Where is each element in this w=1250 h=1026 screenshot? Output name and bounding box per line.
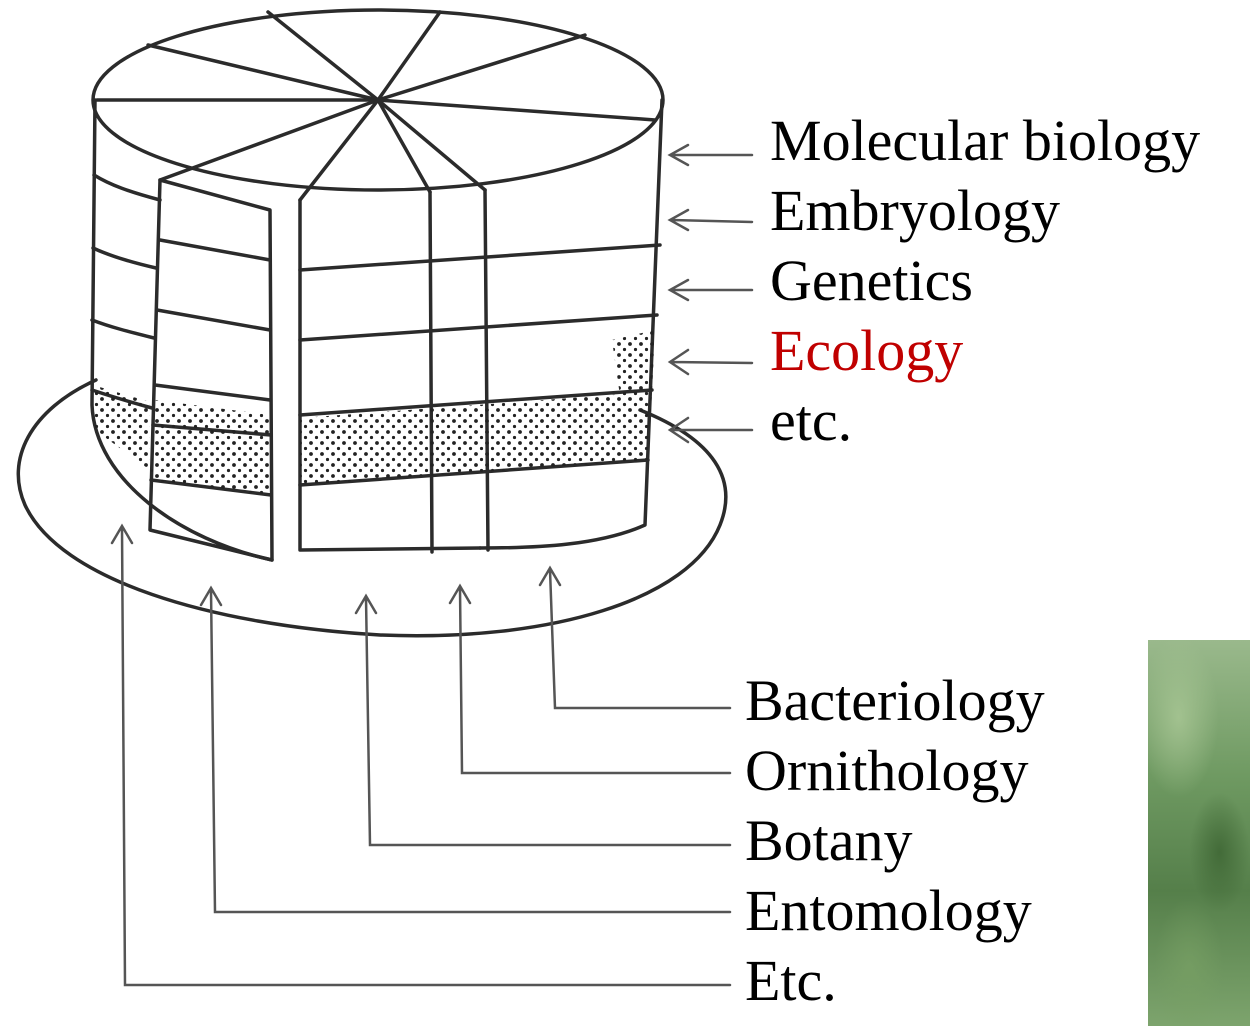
foliage-photo <box>1148 640 1250 1026</box>
layer-label-ecology: Ecology <box>770 316 963 386</box>
ecology-band-back <box>612 330 655 396</box>
ecology-band-outer <box>93 385 150 470</box>
slice-arrows <box>112 526 730 985</box>
layer-label-molecular-biology: Molecular biology <box>770 106 1200 176</box>
slice-label-entomology: Entomology <box>745 876 1032 946</box>
slice-label-ornithology: Ornithology <box>745 736 1029 806</box>
slice-label-botany: Botany <box>745 806 913 876</box>
layer-label-etc: etc. <box>770 386 852 456</box>
slice-wall-left <box>150 180 272 560</box>
layer-label-genetics: Genetics <box>770 246 973 316</box>
ecology-band-left-wall <box>151 400 271 495</box>
ecology-band-front <box>300 392 652 485</box>
slice-label-bacteriology: Bacteriology <box>745 666 1045 736</box>
layer-label-embryology: Embryology <box>770 176 1060 246</box>
slice-wall-right <box>300 200 480 550</box>
layer-arrows <box>670 145 752 442</box>
slice-label-etc: Etc. <box>745 946 837 1016</box>
